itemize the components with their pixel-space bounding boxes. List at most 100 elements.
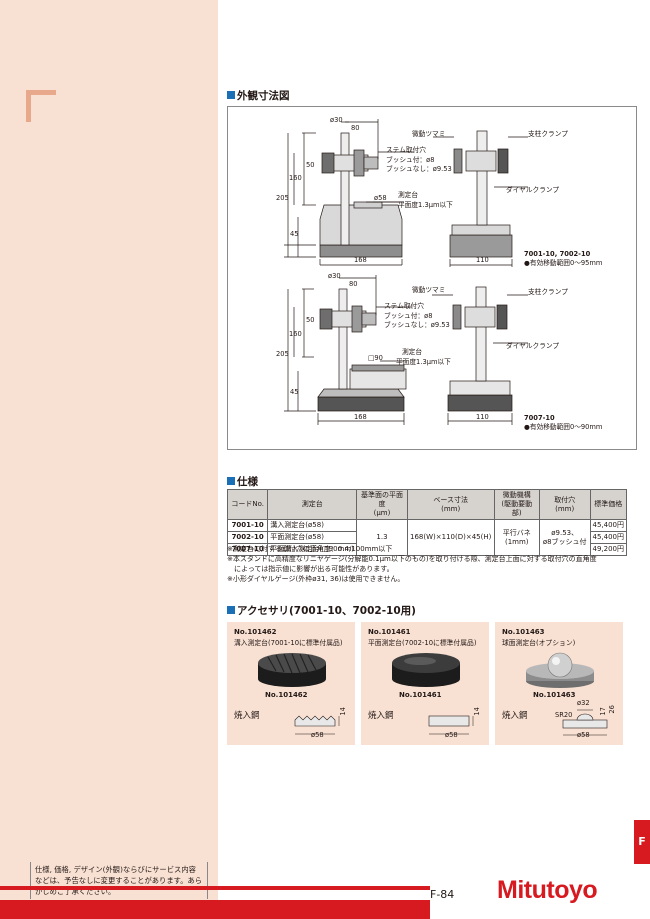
col-code: コードNo. (226, 489, 269, 520)
dim-160-bottom: 160 (289, 330, 302, 338)
accessory-material: 焼入鋼 (368, 711, 394, 721)
dim-sq90-bottom: □90 (368, 354, 383, 362)
col-mount-hole: 取付穴 (mm) (538, 489, 591, 520)
dim-50-top: 50 (306, 161, 315, 169)
table-row: 7007-10 平面溝入測定台(□90mm) 49,200円 (226, 543, 627, 556)
dim-phi30-bottom: ø30 (328, 272, 341, 280)
label-post-clamp-top: 支柱クランプ (528, 130, 568, 138)
accessories-heading: アクセサリ(7001-10、7002-10用) (227, 603, 416, 618)
spherical-table-image (526, 652, 594, 688)
row-code: 7001-10 (226, 519, 269, 532)
footer-red-band (0, 900, 430, 919)
dim-26: 26 (607, 705, 616, 714)
col-table: 測定台 (267, 489, 358, 520)
label-bush-on-top: ブッシュ付：ø8 (386, 156, 435, 164)
dim-110-bottom: 110 (476, 413, 489, 421)
row-code: 7002-10 (226, 531, 269, 544)
accessory-desc: 平面測定台(7002-10に標準付属品) (368, 639, 477, 647)
dim-phi58: ø58 (445, 731, 458, 739)
dim-phi58: ø58 (311, 731, 324, 739)
col-price: 標準価格 (589, 489, 627, 520)
range-bottom: ●有効移動範囲0～90mm (524, 423, 603, 431)
accessory-part-no: No.101462 (265, 691, 308, 699)
corner-bracket-mark (26, 90, 56, 122)
col-base: ベース寸法 (mm) (406, 489, 495, 520)
spherical-table-dimension (562, 709, 608, 736)
label-bush-on-bottom: ブッシュ付：ø8 (384, 312, 433, 320)
label-dial-clamp-top: ダイヤルクランプ (506, 186, 560, 194)
spec-notes: ※測定台に対する取付穴の直角度：0.4/100mm以下 ※本スタンドに高精度なリ… (227, 544, 637, 584)
dim-110-top: 110 (476, 256, 489, 264)
accessory-desc: 溝入測定台(7001-10に標準付属品) (234, 639, 343, 647)
dim-80-top: 80 (351, 124, 360, 132)
range-top: ●有効移動範囲0～95mm (524, 259, 603, 267)
label-micro-knob-top: 微動ツマミ (412, 130, 446, 138)
dim-sr20: SR20 (555, 711, 573, 719)
grooved-table-dimension (294, 715, 340, 735)
mount-hole-value: ø9.53、ø8ブッシュ付 (538, 519, 591, 556)
left-margin-panel: 仕様, 価格, デザイン(外観)ならびにサービス内容などは、予告なしに変更するこ… (0, 0, 218, 919)
page-number: F-84 (430, 888, 455, 901)
dim-45-bottom: 45 (290, 388, 299, 396)
dim-phi30-top: ø30 (330, 116, 343, 124)
accessory-material: 焼入鋼 (234, 711, 260, 721)
flatness-value: 1.3 (356, 519, 408, 556)
dim-80-bottom: 80 (349, 280, 358, 288)
col-flatness: 基準面の平面度 (μm) (356, 489, 408, 520)
label-flatness-bottom: 平面度1.3μm以下 (396, 358, 451, 366)
table-row: 7001-10 溝入測定台(ø58) 1.3 168(W)×110(D)×45(… (226, 519, 627, 556)
label-flatness-top: 平面度1.3μm以下 (398, 201, 453, 209)
table-row: 7002-10 平面測定台(ø58) 45,400円 (226, 531, 627, 544)
accessory-card-101462: No.101462 溝入測定台(7001-10に標準付属品) No.101462… (227, 622, 355, 745)
spec-heading: 仕様 (227, 474, 258, 489)
note-line: によっては指示値に影響が出る可能性があります。 (227, 565, 394, 573)
label-stem-hole-top: ステム取付穴 (386, 146, 426, 154)
row-price: 49,200円 (589, 543, 627, 556)
label-micro-knob-bottom: 微動ツマミ (412, 286, 446, 294)
row-code: 7007-10 (226, 543, 269, 556)
dim-160-top: 160 (289, 174, 302, 182)
dim-168-top: 168 (354, 256, 367, 264)
label-table-top: 測定台 (398, 191, 419, 199)
flat-table-image (392, 653, 460, 687)
row-table: 平面測定台(ø58) (267, 531, 358, 544)
accessory-material: 焼入鋼 (502, 711, 528, 721)
accessory-card-101463: No.101463 球面測定台(オプション) No.101463 焼入鋼 ø32… (495, 622, 623, 745)
label-table-bottom: 測定台 (402, 348, 423, 356)
dim-14: 14 (338, 707, 347, 716)
brand-logo: Mitutoyo (497, 876, 598, 904)
accessory-desc: 球面測定台(オプション) (502, 639, 576, 647)
label-stem-hole-bottom: ステム取付穴 (384, 302, 424, 310)
dim-50-bottom: 50 (306, 316, 315, 324)
label-post-clamp-bottom: 支柱クランプ (528, 288, 568, 296)
dim-phi58: ø58 (577, 731, 590, 739)
heading-square-icon (227, 477, 235, 485)
model-top: 7001-10, 7002-10 (524, 250, 591, 258)
dim-205-bottom: 205 (276, 350, 289, 358)
accessory-no: No.101461 (368, 628, 411, 636)
fine-adjust-value: 平行バネ (1mm) (493, 519, 540, 556)
spec-table: コードNo. 測定台 基準面の平面度 (μm) ベース寸法 (mm) 微動機構 … (226, 489, 627, 556)
accessory-card-101461: No.101461 平面測定台(7002-10に標準付属品) No.101461… (361, 622, 489, 745)
flat-table-dimension (428, 715, 474, 735)
note-line: ※本スタンドに高精度なリニヤゲージ(分解能0.1μm以下のもの)を取り付ける際、… (227, 555, 597, 563)
note-line: ※測定台に対する取付穴の直角度：0.4/100mm以下 (227, 545, 393, 553)
table-header-row: コードNo. 測定台 基準面の平面度 (μm) ベース寸法 (mm) 微動機構 … (226, 489, 627, 520)
dim-205-top: 205 (276, 194, 289, 202)
heading-square-icon (227, 91, 235, 99)
accessory-no: No.101463 (502, 628, 545, 636)
footer-red-line (0, 886, 430, 890)
row-table: 平面溝入測定台(□90mm) (267, 543, 358, 556)
dimension-drawing (284, 119, 528, 425)
dim-14: 14 (472, 707, 481, 716)
col-fine-adjust: 微動機構 (駆動要動部) (493, 489, 540, 520)
label-bush-off-bottom: ブッシュなし：ø9.53 (384, 321, 450, 329)
dim-phi58-top: ø58 (374, 194, 387, 202)
grooved-table-image (258, 653, 326, 687)
note-line: ※小形ダイヤルゲージ(外枠ø31, 36)は使用できません。 (227, 575, 405, 583)
row-table: 溝入測定台(ø58) (267, 519, 358, 532)
label-bush-off-top: ブッシュなし：ø9.53 (386, 165, 452, 173)
section-tab: F (634, 820, 650, 864)
model-bottom: 7007-10 (524, 414, 555, 422)
dim-phi32: ø32 (577, 699, 590, 707)
